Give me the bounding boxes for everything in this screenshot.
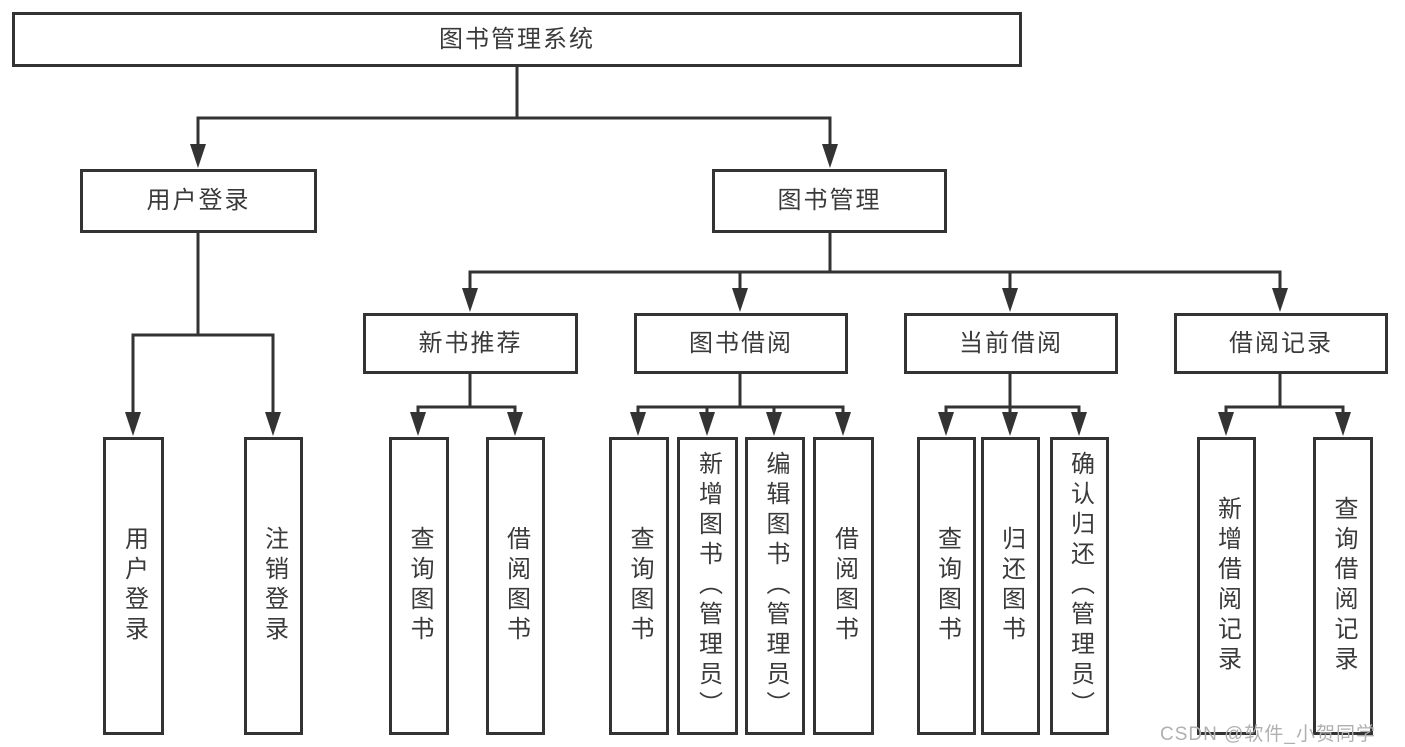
connector-new-book-rec-to-leaves [410,374,523,436]
connector-book-borrow-to-leaves [630,374,851,436]
node-library-system-label: 图书管理系统 [439,25,595,53]
leaf-br-query-record: 查询借阅记录 [1313,437,1373,735]
node-user-login: 用户登录 [80,169,317,233]
leaf-bb-borrow-books: 借阅图书 [813,437,874,735]
leaf-nbr-query-books-label: 查询图书 [406,526,433,646]
leaf-bb-query-books: 查询图书 [609,437,669,735]
leaf-cb-confirm-return-label: 确认归还（管理员） [1066,451,1094,721]
leaf-cb-return-books: 归还图书 [981,437,1040,735]
leaf-bb-edit-books: 编辑图书（管理员） [745,437,805,735]
connector-user-login-to-leaves [125,233,281,436]
leaf-bb-add-books: 新增图书（管理员） [677,437,738,735]
arrowhead-down-icon [822,144,838,168]
node-current-borrow: 当前借阅 [904,313,1118,374]
leaf-br-add-record-label: 新增借阅记录 [1213,496,1241,676]
leaf-br-add-record: 新增借阅记录 [1197,437,1256,735]
arrowhead-down-icon [938,412,954,436]
leaf-bb-borrow-books-label: 借阅图书 [830,526,858,646]
node-book-borrow: 图书借阅 [634,313,848,374]
arrowhead-down-icon [766,412,782,436]
node-library-system: 图书管理系统 [12,12,1022,67]
arrowhead-down-icon [1002,412,1018,436]
node-user-login-label: 用户登录 [146,187,251,214]
leaf-cb-query-books-label: 查询图书 [933,526,961,646]
leaf-nbr-borrow-books: 借阅图书 [486,437,545,735]
csdn-watermark: CSDN @软件_小贺同学 [1160,724,1376,745]
node-book-management: 图书管理 [712,169,947,233]
arrowhead-down-icon [190,144,206,168]
arrowhead-down-icon [507,412,523,436]
connector-borrow-records-to-leaves [1218,374,1351,436]
arrowhead-down-icon [462,288,478,312]
connector-current-borrow-to-leaves [938,374,1087,436]
leaf-br-query-record-label: 查询借阅记录 [1330,496,1357,676]
arrowhead-down-icon [699,412,715,436]
node-new-book-recommend-label: 新书推荐 [418,329,523,357]
node-book-management-label: 图书管理 [777,187,882,214]
leaf-bb-add-books-label: 新增图书（管理员） [694,451,722,721]
arrowhead-down-icon [1335,412,1351,436]
arrowhead-down-icon [1218,412,1234,436]
leaf-logout-label: 注销登录 [260,526,288,646]
arrowhead-down-icon [835,412,851,436]
arrowhead-down-icon [1272,288,1288,312]
node-borrow-records-label: 借阅记录 [1229,329,1333,357]
leaf-logout: 注销登录 [244,437,303,735]
leaf-user-login: 用户登录 [103,437,164,735]
leaf-user-login-label: 用户登录 [120,526,148,646]
node-book-borrow-label: 图书借阅 [689,329,793,357]
leaf-bb-edit-books-label: 编辑图书（管理员） [762,451,789,721]
node-current-borrow-label: 当前借阅 [959,329,1063,357]
arrowhead-down-icon [265,412,281,436]
leaf-cb-confirm-return: 确认归还（管理员） [1050,437,1109,735]
leaf-nbr-query-books: 查询图书 [389,437,449,735]
arrowhead-down-icon [125,412,141,436]
connector-book-mgmt-to-level3 [462,233,1288,312]
leaf-cb-return-books-label: 归还图书 [997,526,1025,646]
leaf-bb-query-books-label: 查询图书 [626,526,653,646]
leaf-cb-query-books: 查询图书 [917,437,976,735]
node-borrow-records: 借阅记录 [1174,313,1388,374]
connector-root-to-level2 [190,67,838,168]
arrowhead-down-icon [1002,288,1018,312]
arrowhead-down-icon [732,288,748,312]
arrowhead-down-icon [410,412,426,436]
node-new-book-recommend: 新书推荐 [363,313,578,374]
arrowhead-down-icon [630,412,646,436]
arrowhead-down-icon [1071,412,1087,436]
leaf-nbr-borrow-books-label: 借阅图书 [502,526,530,646]
